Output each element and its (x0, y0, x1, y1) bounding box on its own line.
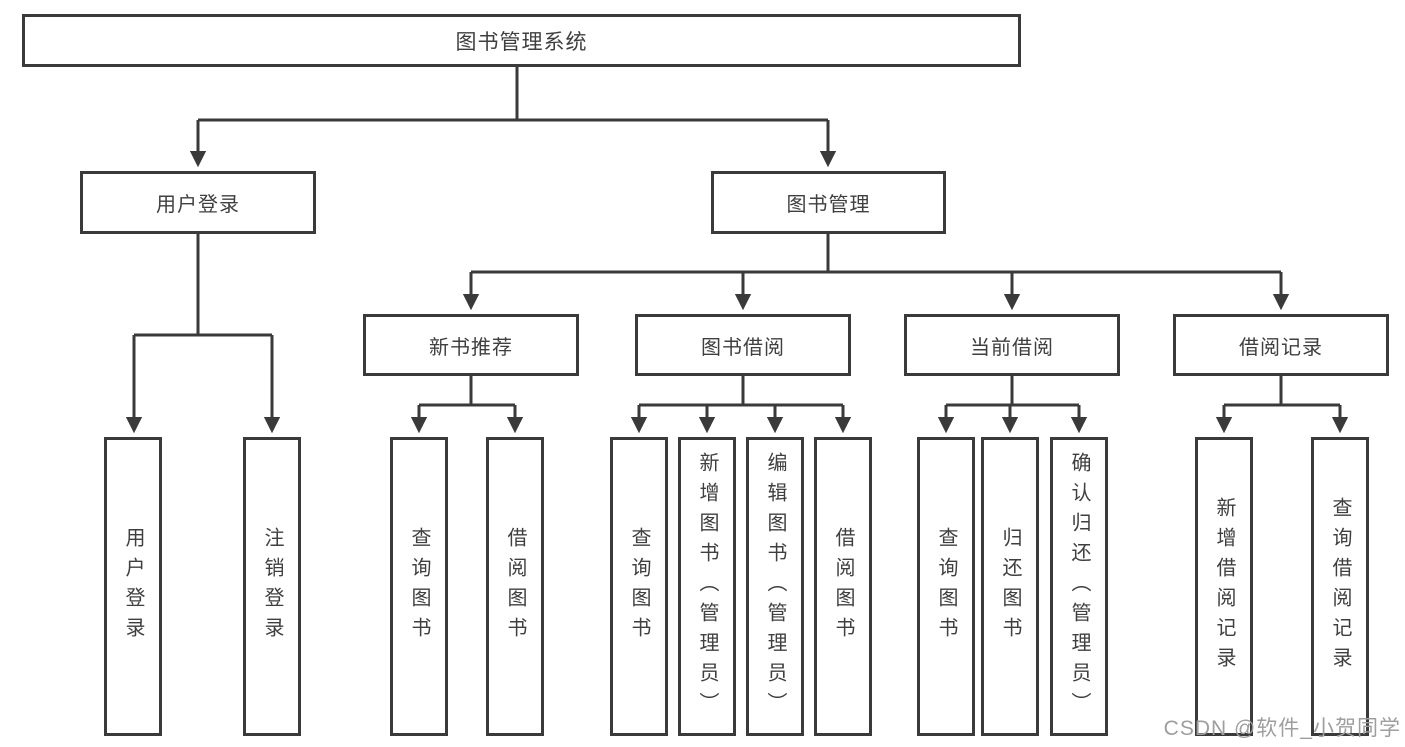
leaf-add-books-admin: 新增图书（管理员） (678, 437, 736, 736)
leaf-user-login: 用户登录 (104, 437, 162, 736)
node-label: 查询图书 (628, 526, 650, 647)
node-label: 借阅图书 (504, 526, 526, 647)
node-borrow-records: 借阅记录 (1173, 314, 1389, 376)
node-label: 归还图书 (999, 526, 1021, 647)
node-label: 图书管理 (786, 194, 871, 216)
node-label: 编辑图书（管理员） (764, 451, 786, 722)
node-label: 注销登录 (261, 526, 283, 647)
leaf-confirm-return-admin: 确认归还（管理员） (1050, 437, 1108, 736)
node-label: 新增图书（管理员） (696, 451, 718, 722)
csdn-watermark: CSDN @软件_小贺同学 (1163, 717, 1401, 740)
node-label: 图书管理系统 (455, 30, 588, 54)
node-label: 查询图书 (935, 526, 957, 647)
node-label: 确认归还（管理员） (1068, 451, 1090, 722)
node-label: 借阅图书 (832, 526, 854, 647)
node-user-login: 用户登录 (80, 171, 316, 234)
node-label: 查询借阅记录 (1329, 496, 1351, 677)
leaf-query-books-recommend: 查询图书 (390, 437, 448, 736)
leaf-logout-login: 注销登录 (243, 437, 301, 736)
node-label: 用户登录 (156, 194, 240, 216)
node-new-book-recommend: 新书推荐 (363, 314, 579, 376)
leaf-return-books: 归还图书 (981, 437, 1039, 736)
leaf-query-books-borrow: 查询图书 (610, 437, 668, 736)
node-label: 当前借阅 (970, 336, 1054, 359)
node-label: 图书借阅 (701, 336, 785, 359)
node-label: 借阅记录 (1239, 336, 1323, 359)
node-label: 用户登录 (122, 526, 144, 647)
leaf-query-borrow-record: 查询借阅记录 (1311, 437, 1369, 736)
node-label: 新增借阅记录 (1213, 496, 1235, 677)
leaf-edit-books-admin: 编辑图书（管理员） (746, 437, 804, 736)
node-label: 查询图书 (408, 526, 430, 647)
node-book-management: 图书管理 (711, 171, 946, 234)
leaf-borrow-books-recommend: 借阅图书 (486, 437, 544, 736)
node-library-management-system: 图书管理系统 (22, 14, 1021, 67)
node-current-borrow: 当前借阅 (904, 314, 1120, 376)
leaf-borrow-books: 借阅图书 (814, 437, 872, 736)
node-label: 新书推荐 (429, 336, 513, 359)
node-book-borrow: 图书借阅 (635, 314, 851, 376)
leaf-add-borrow-record: 新增借阅记录 (1195, 437, 1253, 736)
leaf-query-books-current: 查询图书 (917, 437, 975, 736)
